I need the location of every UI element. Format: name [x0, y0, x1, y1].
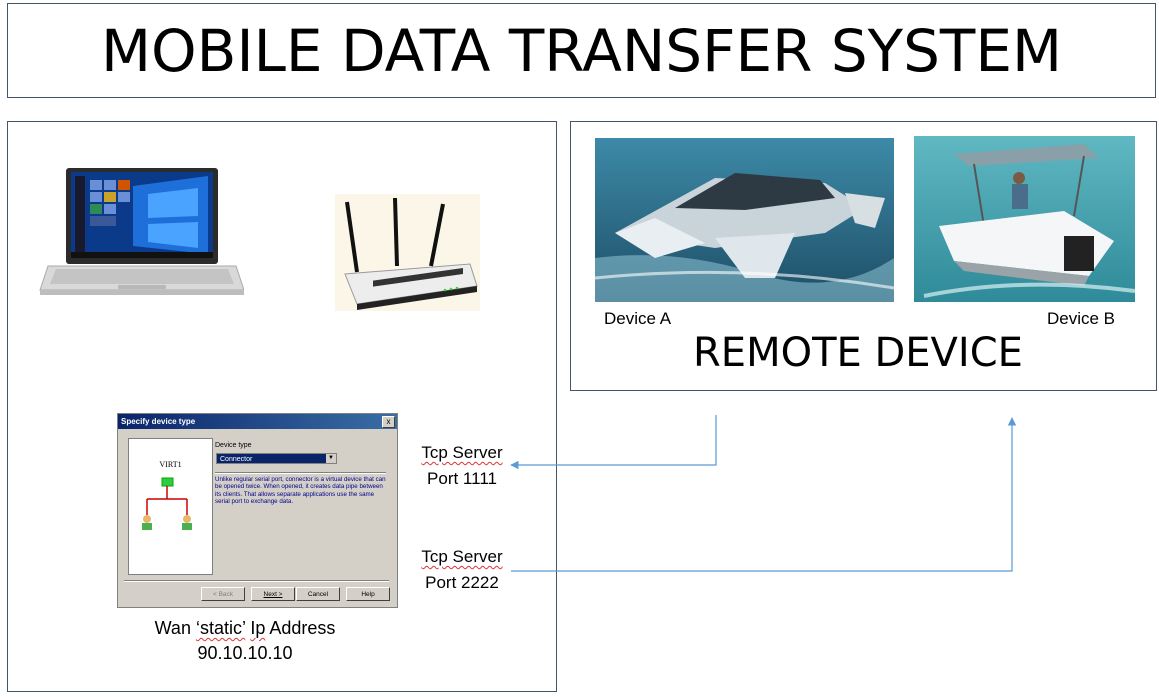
device-b-image [914, 136, 1135, 302]
wan-label-text: Wan ‘static’ Ip Address [154, 618, 336, 638]
arrow-device-a-to-port-1111 [510, 415, 717, 470]
device-type-value: Connector [220, 456, 253, 463]
next-button-label: Next > [263, 591, 283, 598]
tcp-server-label: Tcp Server [421, 547, 503, 566]
device-a-image [595, 138, 894, 302]
back-button[interactable]: < Back [201, 587, 245, 601]
next-button[interactable]: Next > [251, 587, 295, 601]
device-type-description: Unlike regular serial port, connector is… [215, 476, 386, 505]
close-icon[interactable]: x [382, 416, 395, 428]
router-image [335, 194, 480, 311]
port-label: Port 1111 [427, 469, 497, 488]
diagram-title: MOBILE DATA TRANSFER SYSTEM [100, 16, 1063, 85]
virt-label: VIRT1 [159, 460, 182, 469]
laptop-image [39, 168, 244, 295]
connector-topology-icon [142, 477, 192, 530]
port-label: Port 2222 [425, 573, 499, 592]
tcp-server-port-2222: Tcp Server Port 2222 [416, 544, 508, 596]
arrow-port-2222-to-device-b [511, 417, 1017, 572]
device-type-select[interactable]: Connector ▼ [216, 453, 337, 464]
wan-label: Wan ‘static’ Ip Address [100, 616, 390, 641]
device-type-label: Device type [215, 442, 252, 449]
device-preview-pane: VIRT1 [128, 438, 213, 575]
device-a-label: Device A [604, 309, 672, 328]
remote-device-title: REMOTE DEVICE [693, 330, 1023, 376]
wan-ip-value: 90.10.10.10 [197, 643, 293, 663]
divider [215, 472, 386, 474]
chevron-down-icon[interactable]: ▼ [326, 454, 336, 463]
tcp-server-port-1111: Tcp Server Port 1111 [416, 440, 508, 492]
wan-ip-address: Wan ‘static’ Ip Address 90.10.10.10 [100, 616, 390, 666]
cancel-button[interactable]: Cancel [296, 587, 340, 601]
tcp-server-label: Tcp Server [421, 443, 503, 462]
title-box: MOBILE DATA TRANSFER SYSTEM [7, 3, 1156, 98]
specify-device-type-dialog: Specify device type x VIRT1 Device type … [117, 413, 398, 608]
help-button[interactable]: Help [346, 587, 390, 601]
dialog-title-bar: Specify device type [118, 414, 397, 429]
divider [124, 580, 389, 582]
device-b-label: Device B [1047, 309, 1116, 328]
